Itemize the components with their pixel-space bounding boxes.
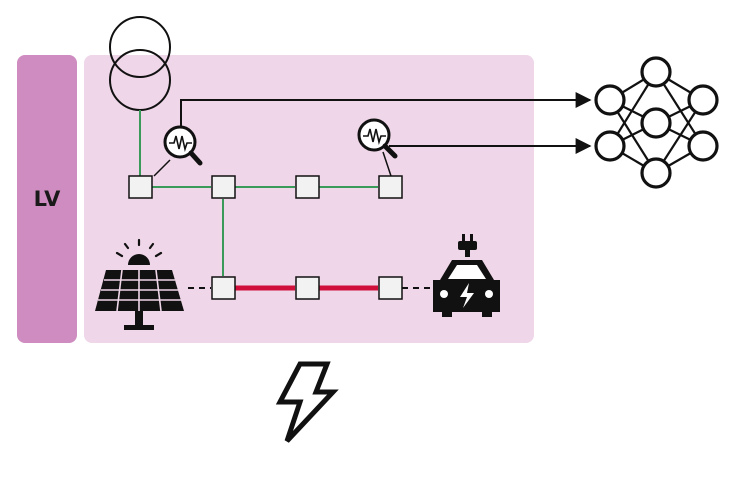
electric-vehicle-icon xyxy=(433,234,500,317)
grid-panel xyxy=(84,55,534,343)
neural-network-icon xyxy=(594,56,719,189)
bus-node xyxy=(211,175,236,199)
lv-label: LV xyxy=(33,187,61,211)
lv-voltage-bar: LV xyxy=(17,55,77,343)
bus-node xyxy=(378,276,403,300)
bus-node xyxy=(295,276,320,300)
data-arrows xyxy=(180,92,592,154)
measurement-monitor-icon xyxy=(153,125,203,177)
bus-node xyxy=(295,175,320,199)
measurement-monitor-icon xyxy=(357,118,398,177)
bus-node xyxy=(211,276,236,300)
bus-node xyxy=(378,175,403,199)
feeder-lines xyxy=(139,110,378,276)
solar-panel-icon xyxy=(95,238,184,330)
lightning-bolt-icon xyxy=(275,361,339,443)
bus-node xyxy=(128,175,153,199)
